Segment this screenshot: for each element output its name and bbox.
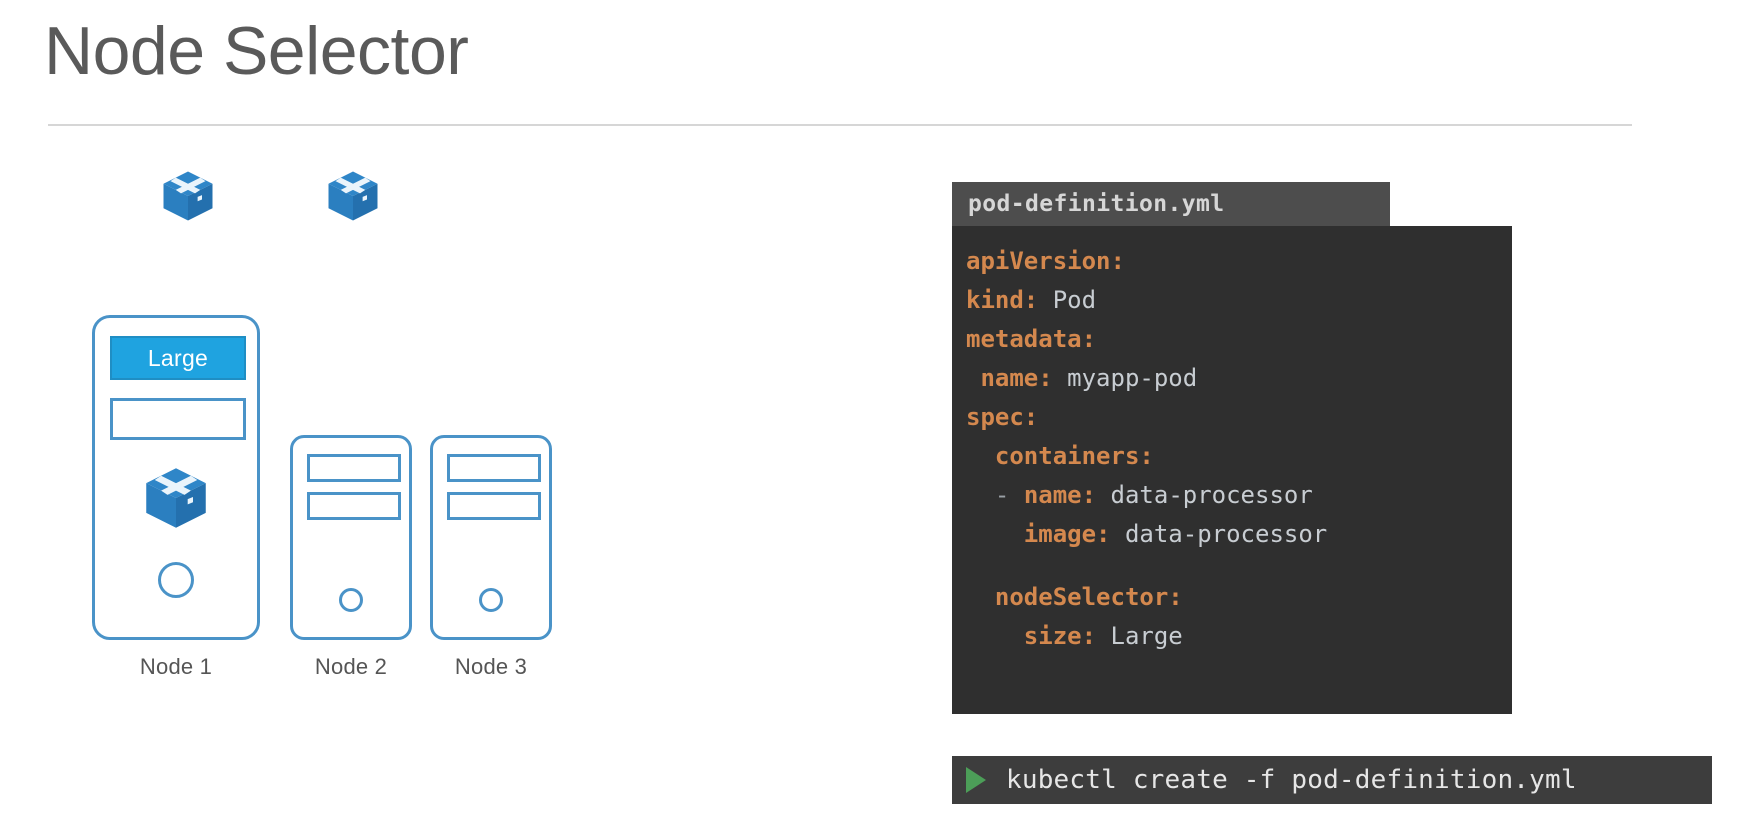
node-2[interactable]: Node 2 — [290, 435, 412, 680]
code-line: kind: Pod — [966, 281, 1512, 320]
yaml-key: name: — [1023, 481, 1097, 509]
yaml-key: containers: — [994, 442, 1154, 470]
yaml-key: nodeSelector: — [994, 583, 1183, 611]
cube-box-icon — [142, 464, 210, 532]
node-3[interactable]: Node 3 — [430, 435, 552, 680]
code-line: - name: data-processor — [966, 476, 1512, 515]
yaml-key: size: — [1023, 622, 1097, 650]
node-3-label: Node 3 — [454, 654, 528, 679]
node-3-slot-bar-1 — [447, 454, 541, 482]
code-line: name: myapp-pod — [966, 359, 1512, 398]
cube-box-icon — [160, 168, 216, 224]
code-line: metadata: — [966, 320, 1512, 359]
yaml-value: data-processor — [1110, 481, 1313, 509]
yaml-value: Pod — [1052, 286, 1097, 314]
power-button-icon — [479, 588, 503, 612]
code-line: apiVersion: — [966, 242, 1512, 281]
power-button-icon — [158, 562, 194, 598]
node-1[interactable]: Large Node 1 — [92, 315, 260, 680]
node-1-label: Node 1 — [139, 654, 213, 679]
code-line: image: data-processor — [966, 515, 1512, 554]
yaml-key: metadata: — [966, 325, 1097, 353]
yaml-key: image: — [1023, 520, 1111, 548]
cube-box-icon — [325, 168, 381, 224]
node-3-slot-bar-2 — [447, 492, 541, 520]
node-1-body: Large — [92, 315, 260, 640]
power-button-icon — [339, 588, 363, 612]
code-line: nodeSelector: — [966, 578, 1512, 617]
yaml-key: apiVersion: — [966, 247, 1125, 275]
code-line: spec: — [966, 398, 1512, 437]
code-line — [966, 554, 1512, 578]
node-1-slot-bar — [110, 398, 246, 440]
node-2-label: Node 2 — [314, 654, 388, 679]
yaml-value: data-processor — [1124, 520, 1328, 548]
page-title: Node Selector — [44, 13, 469, 89]
yaml-value: Large — [1110, 622, 1183, 650]
yaml-key: kind: — [966, 286, 1039, 314]
yaml-key: name: — [980, 364, 1053, 392]
code-content: apiVersion: kind: Pod metadata: name: myap… — [952, 226, 1512, 714]
yaml-value: myapp-pod — [1067, 364, 1198, 392]
yaml-list-dash: - — [994, 481, 1010, 509]
node-1-size-badge: Large — [110, 336, 246, 380]
play-triangle-icon — [966, 767, 986, 793]
node-2-slot-bar-1 — [307, 454, 401, 482]
command-text: kubectl create -f pod-definition.yml — [1006, 765, 1577, 795]
cluster-diagram: Large Node 1 Node 2 — [0, 140, 820, 760]
terminal-command-bar[interactable]: kubectl create -f pod-definition.yml — [952, 756, 1712, 804]
code-file-tab[interactable]: pod-definition.yml — [952, 182, 1390, 226]
node-2-slot-bar-2 — [307, 492, 401, 520]
yaml-key: spec: — [966, 403, 1039, 431]
code-line: size: Large — [966, 617, 1512, 656]
code-filename-label: pod-definition.yml — [968, 191, 1225, 217]
node-2-body — [290, 435, 412, 640]
code-line: containers: — [966, 437, 1512, 476]
node-3-body — [430, 435, 552, 640]
title-divider — [48, 124, 1632, 126]
